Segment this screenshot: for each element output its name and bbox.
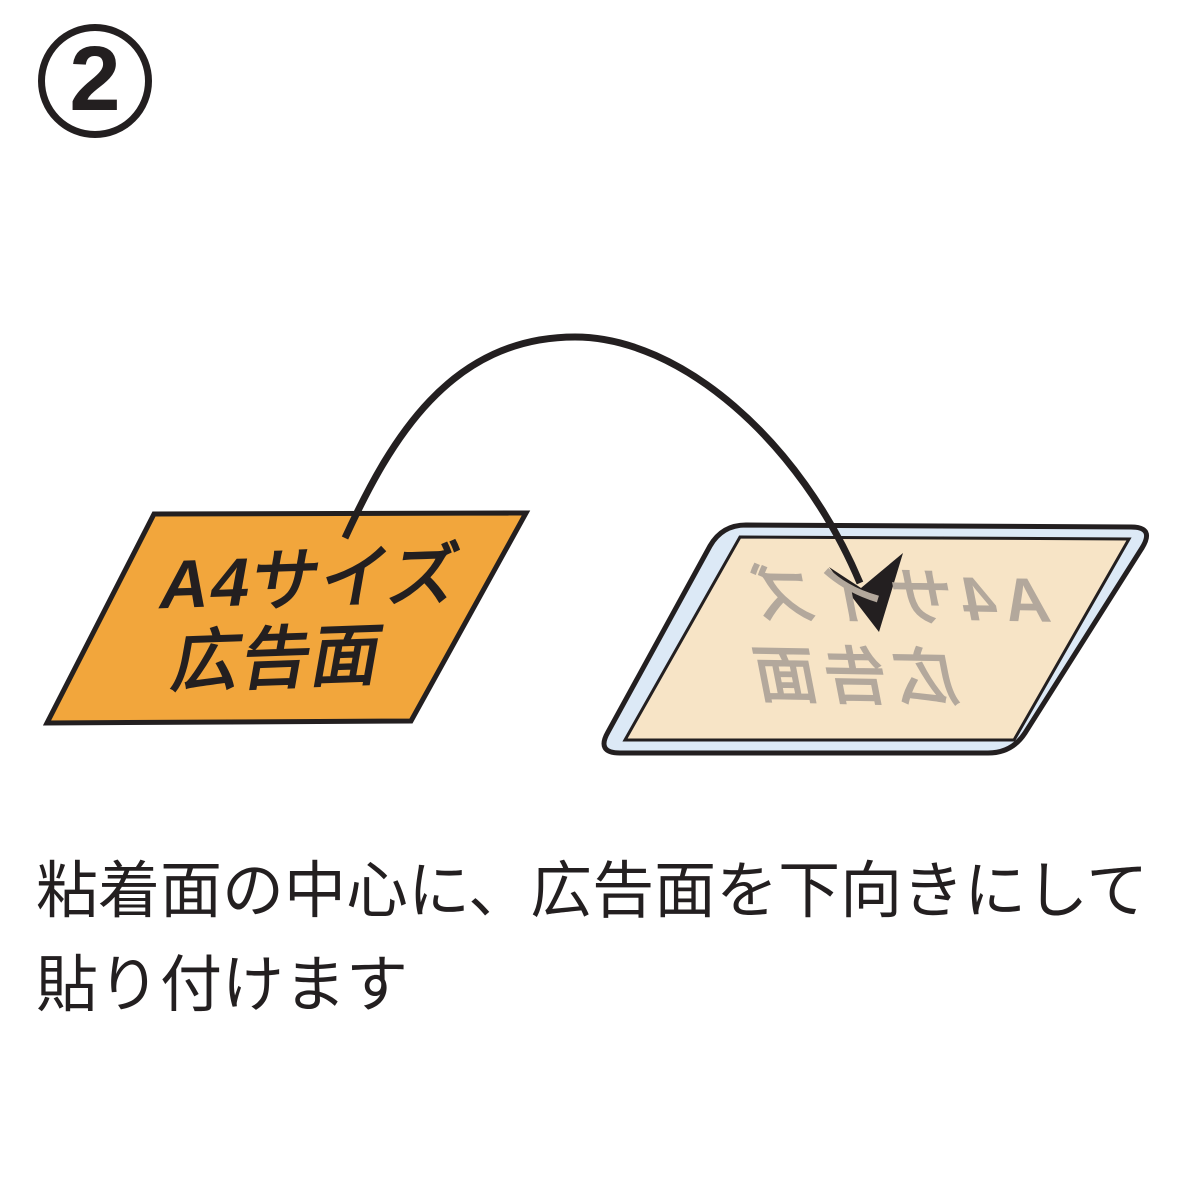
flip-arrow-head-icon bbox=[829, 553, 903, 632]
step-number-badge: 2 bbox=[38, 24, 152, 138]
instruction-text-line1: 粘着面の中心に、広告面を下向きにして bbox=[36, 857, 1149, 926]
adhesive-face-shape bbox=[622, 535, 1132, 742]
instruction-text-line2: 貼り付けます bbox=[36, 951, 409, 1020]
step-number: 2 bbox=[69, 28, 121, 130]
sheet-label-line1: A4サイズ bbox=[153, 536, 467, 624]
flip-arrow-shaft bbox=[341, 333, 864, 585]
mirrored-label-line2: 広告面 bbox=[740, 641, 964, 714]
instruction-text: 粘着面の中心に、広告面を下向きにして 貼り付けます bbox=[36, 845, 1186, 1033]
sheet-label-line2: 広告面 bbox=[166, 617, 390, 701]
mirrored-label-line1: A4サイズ bbox=[738, 561, 1056, 636]
a4-sheet-shape bbox=[42, 510, 531, 726]
